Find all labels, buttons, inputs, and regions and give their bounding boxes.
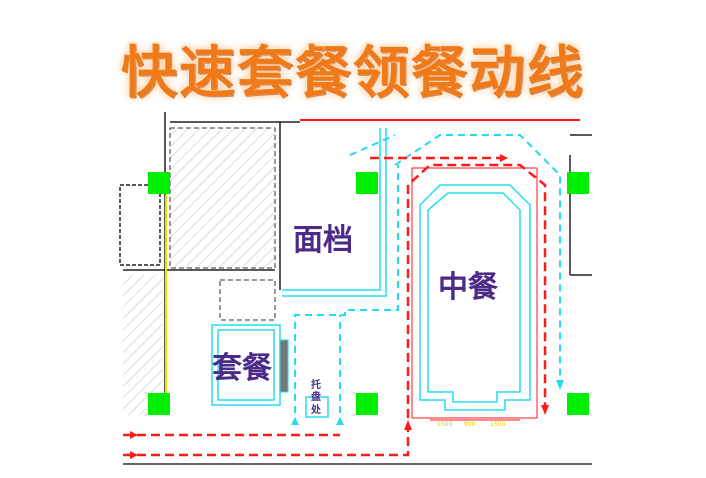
hatched-room — [169, 127, 276, 269]
red-flow-path — [123, 156, 547, 457]
dimension-label: 1500 — [437, 421, 452, 428]
counter-block — [279, 339, 289, 393]
hatched-area — [123, 275, 163, 415]
dimension-label: 900 — [464, 421, 476, 428]
chinese-food-label: 中餐 — [438, 270, 499, 305]
cyan-flow-path — [294, 134, 561, 425]
tray-label-1: 托 — [311, 378, 321, 391]
tray-label-3: 处 — [310, 403, 322, 416]
page-title: 快速套餐领餐动线 — [121, 41, 585, 106]
noodle-station-label: 面档 — [293, 223, 353, 258]
set-meal-label: 套餐 — [212, 351, 273, 386]
tray-label-2: 盘 — [311, 390, 321, 403]
pillars — [148, 172, 589, 415]
dimension-label: 1500 — [490, 421, 505, 428]
counters — [211, 128, 531, 418]
